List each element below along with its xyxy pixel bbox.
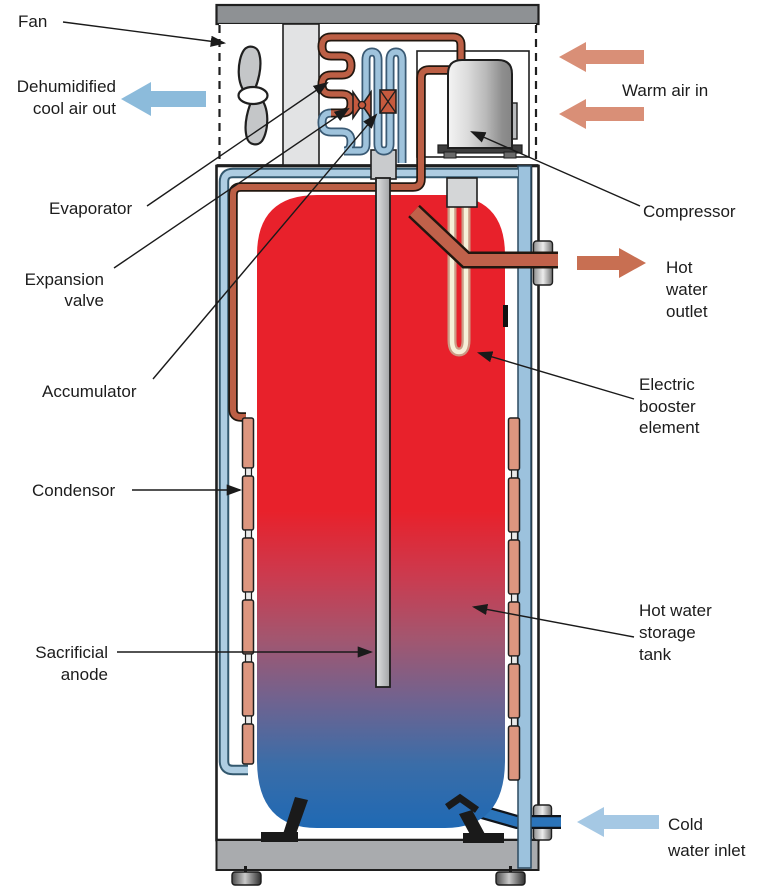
- expansion-valve-leader: [113, 107, 350, 269]
- fan-icon: [237, 45, 269, 146]
- refrigerant-discharge-pipe: [228, 65, 452, 422]
- expansion-valve-icon: [352, 89, 372, 121]
- label-hot-water-storage-tank: Hot water storage tank: [639, 601, 712, 664]
- label-electric-booster-element: Electric booster element: [639, 375, 700, 437]
- compressor-leader: [470, 131, 641, 207]
- hot-water-tank-leader: [471, 603, 635, 638]
- label-compressor: Compressor: [643, 202, 736, 221]
- warm-air-in-arrow-top: [559, 42, 644, 72]
- label-evaporator: Evaporator: [49, 199, 133, 218]
- top-cap: [215, 3, 540, 26]
- label-warm-air-in: Warm air in: [622, 81, 709, 100]
- left-foot: [231, 866, 262, 886]
- flow-arrows: [121, 42, 659, 837]
- label-fan: Fan: [18, 12, 48, 31]
- label-expansion-valve: Expansion valve: [24, 270, 104, 310]
- hot-water-outlet-pipe: [408, 204, 558, 286]
- cabinet-base: [215, 839, 540, 871]
- warm-air-in-arrow-bottom: [559, 99, 644, 129]
- electric-booster-element: [446, 177, 478, 357]
- label-sacrificial-anode: Sacrificial anode: [35, 643, 108, 684]
- cold-water-inlet-arrow: [577, 807, 659, 837]
- cool-air-out-arrow: [121, 82, 206, 116]
- accumulator-icon: [379, 89, 397, 114]
- label-hot-water-outlet: Hot water outlet: [666, 258, 708, 321]
- label-cold-water-inlet: Cold water inlet: [668, 815, 746, 860]
- tank-legs: [261, 793, 504, 843]
- label-accumulator: Accumulator: [42, 382, 137, 401]
- condenser-coil-left: [241, 417, 255, 765]
- label-condensor: Condensor: [32, 481, 116, 500]
- compressor-icon: [437, 59, 523, 159]
- accumulator-leader: [152, 113, 378, 380]
- leader-lines: [62, 21, 641, 658]
- refrigerant-return-pipe: [218, 167, 518, 776]
- condenser-coil-right: [507, 417, 521, 781]
- partition-panel: [282, 23, 320, 166]
- electric-booster-leader: [476, 351, 635, 400]
- fan-leader: [62, 21, 227, 47]
- label-dehumidified-cool-air-out: Dehumidified cool air out: [16, 77, 116, 118]
- booster-mount: [446, 177, 478, 208]
- tank-port-mark: [503, 305, 508, 327]
- evaporator-leader: [146, 81, 329, 207]
- hot-water-outlet-arrow: [577, 248, 646, 278]
- evaporator-coil: [317, 32, 466, 163]
- right-foot: [495, 866, 526, 886]
